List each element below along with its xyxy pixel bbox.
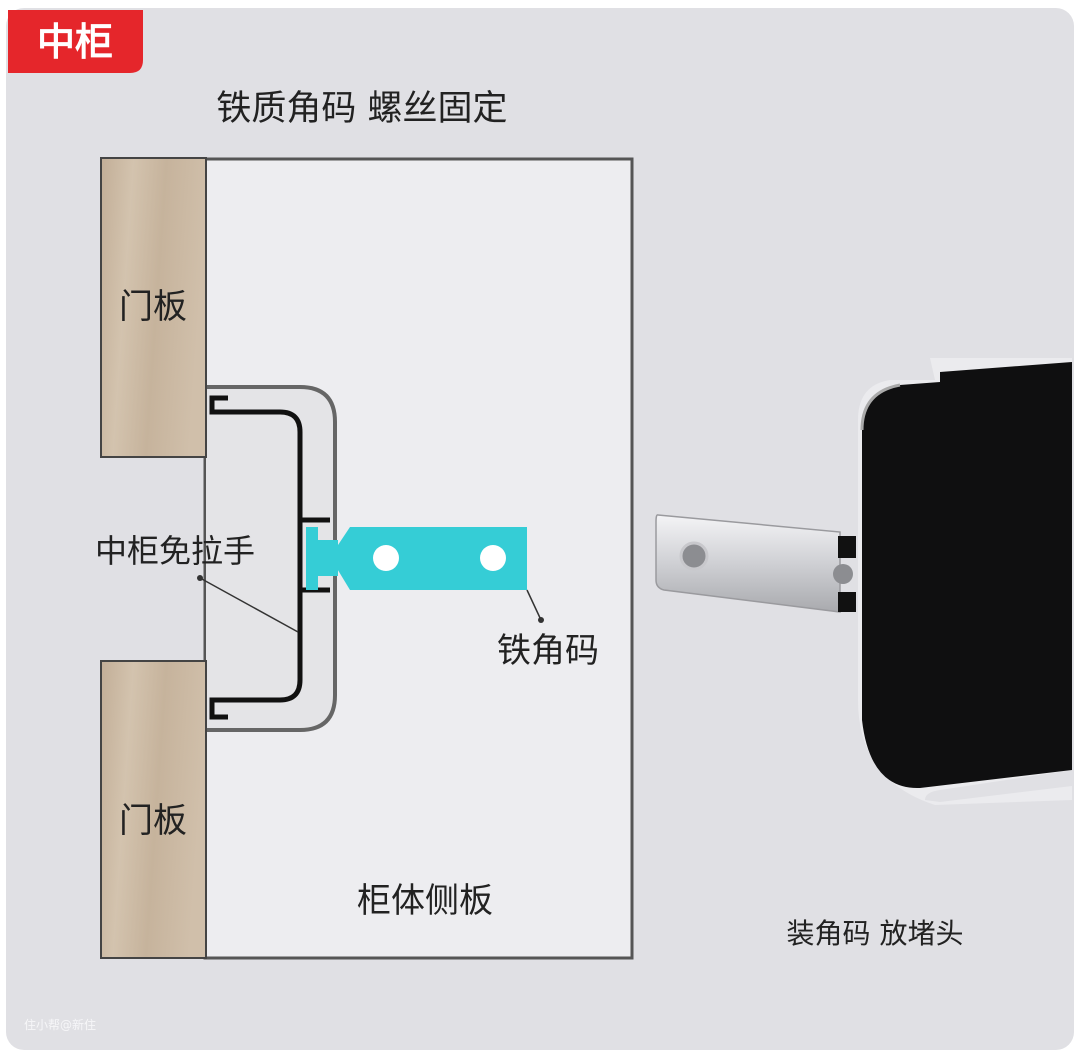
diagram-title: 铁质角码 螺丝固定 <box>216 89 507 129</box>
door-panel-top <box>100 157 207 458</box>
handle-label: 中柜免拉手 <box>95 532 255 570</box>
door-label-top: 门板 <box>119 287 187 327</box>
iron-bracket <box>306 527 527 590</box>
bracket-label: 铁角码 <box>497 631 599 671</box>
watermark: 住小帮@新住 <box>24 1017 96 1032</box>
badge-label: 中柜 <box>37 20 113 64</box>
side-panel-label: 柜体侧板 <box>357 881 493 921</box>
handle-profile-photo <box>655 358 1072 805</box>
handle-profile <box>209 395 330 720</box>
door-panel-bottom <box>100 660 207 959</box>
door-label-bottom: 门板 <box>119 801 187 841</box>
handle-leader-line <box>199 577 299 633</box>
bracket-leader-line <box>526 589 542 621</box>
category-badge: 中柜 <box>8 10 143 73</box>
photo-caption: 装角码 放堵头 <box>787 917 964 950</box>
